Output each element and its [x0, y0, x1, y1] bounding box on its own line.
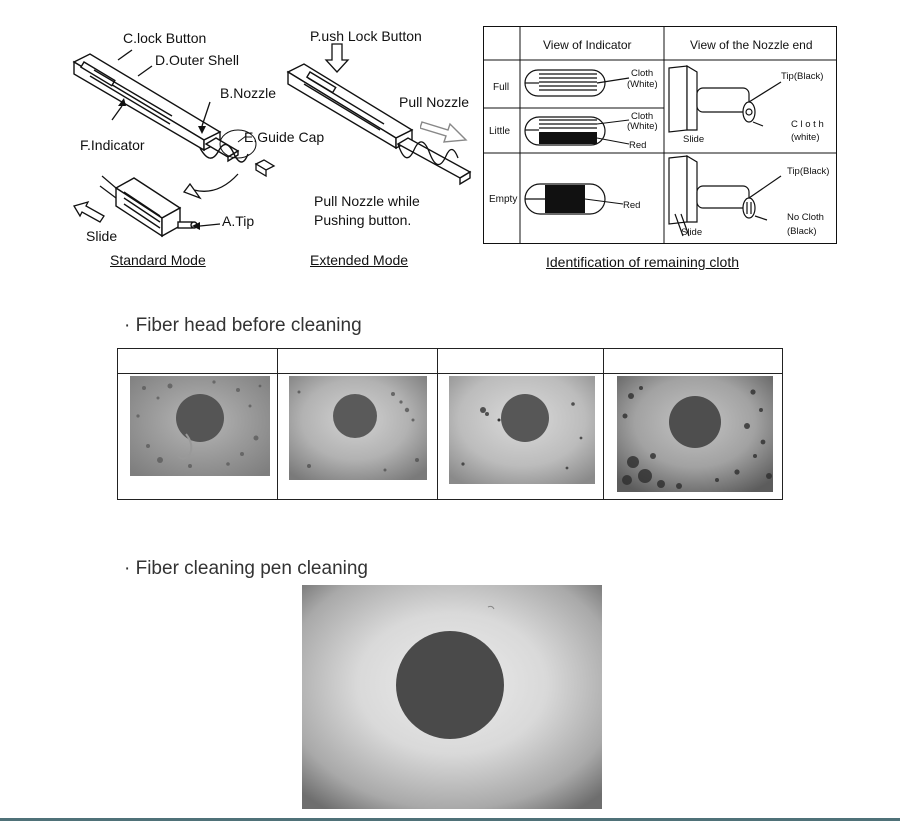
- little-red-label: Red: [629, 140, 647, 151]
- fiber-photo-clean: [302, 585, 602, 809]
- row-label-little: Little: [489, 126, 511, 137]
- caption-identification: Identification of remaining cloth: [546, 254, 739, 270]
- row-label-empty: Empty: [489, 194, 518, 205]
- label-tip: A.Tip: [222, 213, 255, 229]
- full-cloth-label: Cloth: [631, 68, 654, 79]
- header-view-of-indicator: View of Indicator: [543, 38, 632, 52]
- label-guide-cap: E.Guide Cap: [244, 129, 325, 145]
- fiber-photo-dirty-4: [617, 376, 773, 492]
- label-lock-button: C.lock Button: [123, 30, 207, 46]
- label-outer-shell: D.Outer Shell: [155, 52, 240, 68]
- fiber-photo-dirty-1: [130, 376, 270, 476]
- grid-header-cell: [603, 348, 783, 374]
- label-note-line1: Pull Nozzle while: [314, 193, 420, 209]
- grid-header-cell: [437, 348, 604, 374]
- empty-slide-label: Slide: [681, 227, 703, 238]
- identification-table: View of Indicator View of the Nozzle end…: [483, 26, 837, 244]
- bottom-rule: [0, 818, 900, 821]
- label-pull-nozzle: Pull Nozzle: [399, 94, 470, 110]
- before-cleaning-grid: [117, 348, 783, 500]
- little-cloth-sub: (White): [627, 121, 658, 132]
- label-indicator: F.Indicator: [80, 137, 145, 153]
- grid-header-cell: [117, 348, 278, 374]
- little-cloth-label: Cloth: [631, 111, 654, 122]
- caption-extended-mode: Extended Mode: [310, 252, 409, 268]
- row-label-full: Full: [493, 82, 510, 93]
- grid-header-cell: [277, 348, 438, 374]
- fiber-photo-dirty-3: [449, 376, 595, 484]
- extended-mode-drawing: [286, 43, 472, 186]
- label-nozzle: B.Nozzle: [220, 85, 277, 101]
- section-title-before: · Fiber head before cleaning: [124, 315, 362, 336]
- header-view-of-nozzle-end: View of the Nozzle end: [690, 38, 813, 52]
- label-slide: Slide: [86, 228, 118, 244]
- pull-arrow-icon: [420, 121, 468, 143]
- standard-mode-drawing: [72, 49, 276, 238]
- full-cloth-sub: (White): [627, 79, 658, 90]
- empty-no-cloth-label: No Cloth: [787, 212, 824, 223]
- full-nozzle-cloth-label: C l o t h: [791, 119, 824, 130]
- full-tip-label: Tip(Black): [781, 71, 824, 82]
- label-note-line2: Pushing button.: [314, 212, 412, 228]
- empty-red-label: Red: [623, 200, 641, 211]
- caption-standard-mode: Standard Mode: [110, 252, 206, 268]
- fiber-photo-dirty-2: [289, 376, 427, 480]
- full-nozzle-cloth-sub: (white): [791, 132, 820, 143]
- label-push-lock-button: P.ush Lock Button: [310, 28, 422, 44]
- section-title-after: · Fiber cleaning pen cleaning: [124, 558, 368, 579]
- empty-tip-label: Tip(Black): [787, 166, 830, 177]
- empty-no-cloth-sub: (Black): [787, 226, 817, 237]
- full-slide-label: Slide: [683, 134, 705, 145]
- identification-table-grid: [483, 26, 837, 244]
